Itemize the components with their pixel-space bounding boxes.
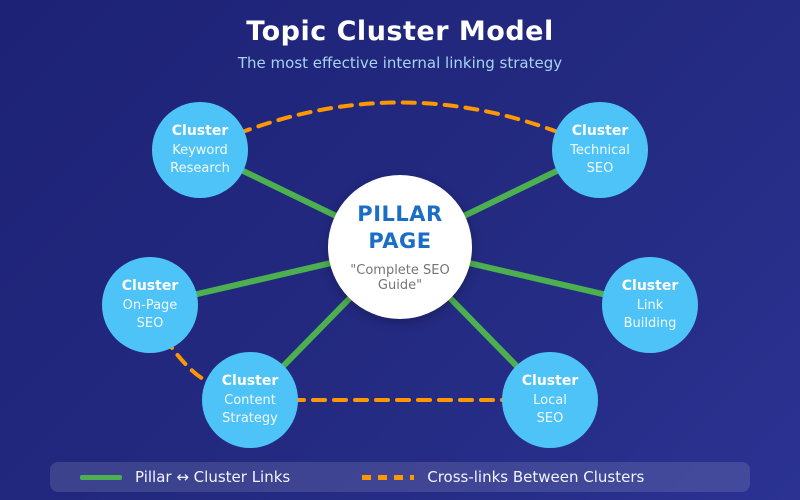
cluster-topic-line1: Link <box>636 297 664 313</box>
legend-label: Pillar ↔ Cluster Links <box>135 468 291 486</box>
cluster-topic-line1: Content <box>224 392 276 408</box>
cluster-topic-line1: Keyword <box>172 142 228 158</box>
solid-green-line-swatch <box>80 474 122 480</box>
cluster-topic: On-Page SEO <box>123 297 178 332</box>
legend-label: Cross-links Between Clusters <box>427 468 645 486</box>
cluster-topic: Keyword Research <box>170 142 230 177</box>
cluster-label: Cluster <box>121 277 179 294</box>
cluster-topic-line2: Building <box>623 315 677 331</box>
cluster-label: Cluster <box>621 277 679 294</box>
cluster-topic: Content Strategy <box>222 392 278 427</box>
dashed-orange-line-swatch <box>362 474 415 480</box>
cluster-topic-line2: SEO <box>536 410 564 426</box>
cluster-label: Cluster <box>521 372 579 389</box>
cluster-topic-line2: Strategy <box>222 410 278 426</box>
cluster-node-local-seo: Cluster Local SEO <box>502 352 598 448</box>
legend-item-cross-links: Cross-links Between Clusters <box>362 468 644 486</box>
cluster-topic-line2: Research <box>170 160 230 176</box>
cluster-label: Cluster <box>571 122 629 139</box>
page-subtitle: The most effective internal linking stra… <box>237 54 563 72</box>
legend-bar: Pillar ↔ Cluster Links Cross-links Betwe… <box>50 462 750 492</box>
header: Topic Cluster Model The most effective i… <box>0 0 800 72</box>
cluster-node-technical-seo: Cluster Technical SEO <box>552 102 648 198</box>
cluster-node-keyword-research: Cluster Keyword Research <box>152 102 248 198</box>
cluster-label: Cluster <box>171 122 229 139</box>
cluster-topic: Local SEO <box>533 392 567 427</box>
legend-item-pillar-links: Pillar ↔ Cluster Links <box>80 468 290 486</box>
cluster-node-content-strategy: Cluster Content Strategy <box>202 352 298 448</box>
cluster-node-link-building: Cluster Link Building <box>602 257 698 353</box>
cluster-topic-line1: On-Page <box>122 297 178 313</box>
cluster-label: Cluster <box>221 372 279 389</box>
cluster-topic-line1: Local <box>533 392 567 408</box>
pillar-title: PILLAR PAGE <box>357 201 442 254</box>
pillar-title-line2: PAGE <box>368 228 432 253</box>
cluster-node-on-page-seo: Cluster On-Page SEO <box>102 257 198 353</box>
cluster-topic: Technical SEO <box>570 142 630 177</box>
pillar-page-node: PILLAR PAGE "Complete SEO Guide" <box>328 175 472 319</box>
pillar-subtitle: "Complete SEO Guide" <box>350 262 450 293</box>
cluster-topic-line1: Technical <box>570 142 630 158</box>
cluster-topic-line2: SEO <box>136 315 164 331</box>
page-title: Topic Cluster Model <box>246 16 554 47</box>
pillar-title-line1: PILLAR <box>357 202 443 227</box>
cluster-topic: Link Building <box>624 297 677 332</box>
cross-link-keyword-to-technical <box>198 100 602 152</box>
cluster-topic-line2: SEO <box>586 160 614 176</box>
